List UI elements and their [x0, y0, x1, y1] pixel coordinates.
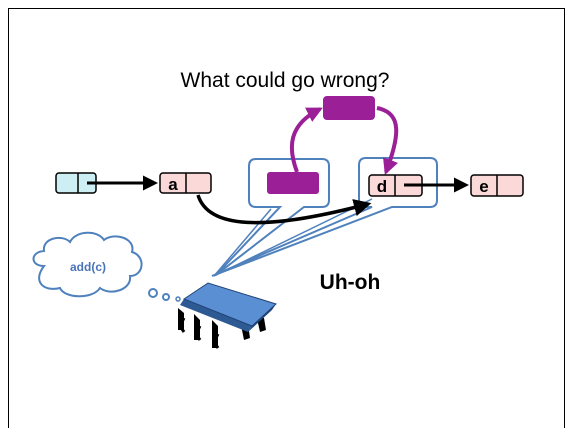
list-node-a: a: [159, 172, 212, 194]
node-e-label: e: [479, 177, 488, 196]
thought-dot: [148, 288, 158, 298]
view-ray: [213, 208, 272, 277]
pointer-a-to-d: [196, 194, 372, 225]
thought-dot: [162, 293, 170, 301]
processor-chip-icon: [178, 282, 277, 349]
uh-oh-label: Uh-oh: [320, 271, 381, 294]
new-node-moved: [323, 96, 375, 120]
node-d-label: d: [377, 177, 387, 196]
list-node-d: d: [368, 174, 423, 197]
new-node-c: [267, 172, 319, 194]
purple-arrow-up: [289, 107, 323, 173]
slide-title: What could go wrong?: [181, 69, 390, 92]
purple-arrow-down: [376, 106, 399, 175]
thought-cloud: add(c): [32, 231, 143, 298]
thought-dot: [175, 296, 181, 302]
list-node-e: e: [470, 174, 524, 197]
node-a-label: a: [168, 175, 178, 194]
thought-text: add(c): [70, 260, 106, 274]
view-ray: [213, 198, 373, 277]
